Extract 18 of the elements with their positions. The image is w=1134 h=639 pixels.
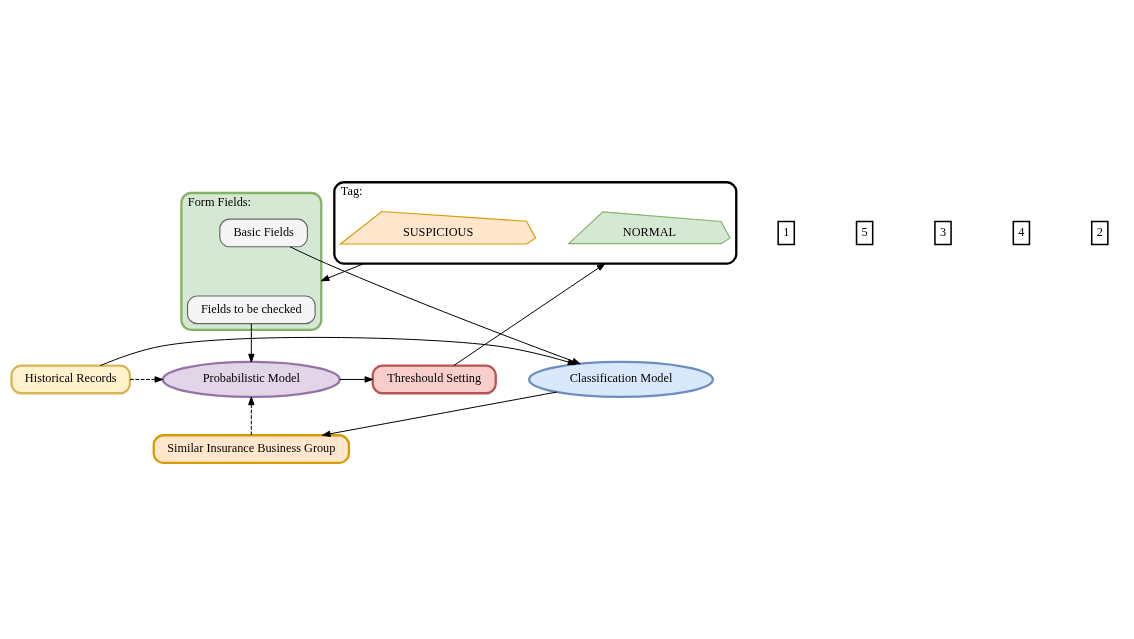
arrow — [99, 336, 577, 367]
node-box: Basic Fields — [219, 218, 308, 248]
node-box: Historical Records — [10, 364, 132, 395]
arrow — [248, 396, 255, 436]
arrow — [320, 263, 365, 282]
node-box: Similar Insurance Business Group — [152, 434, 351, 465]
node-box: Threshould Setting — [371, 364, 497, 395]
arrow — [129, 376, 164, 383]
arrow — [339, 376, 374, 383]
label: 3 — [939, 224, 947, 239]
node-ellipse: Probabilistic Model — [161, 360, 341, 399]
node-box: Fields to be checked — [186, 295, 316, 325]
label: 5 — [861, 224, 868, 239]
label: 2 — [1096, 224, 1103, 239]
label: 4 — [1018, 224, 1025, 239]
label: 1 — [783, 224, 790, 239]
arrow — [321, 391, 558, 437]
arrow — [248, 323, 255, 363]
